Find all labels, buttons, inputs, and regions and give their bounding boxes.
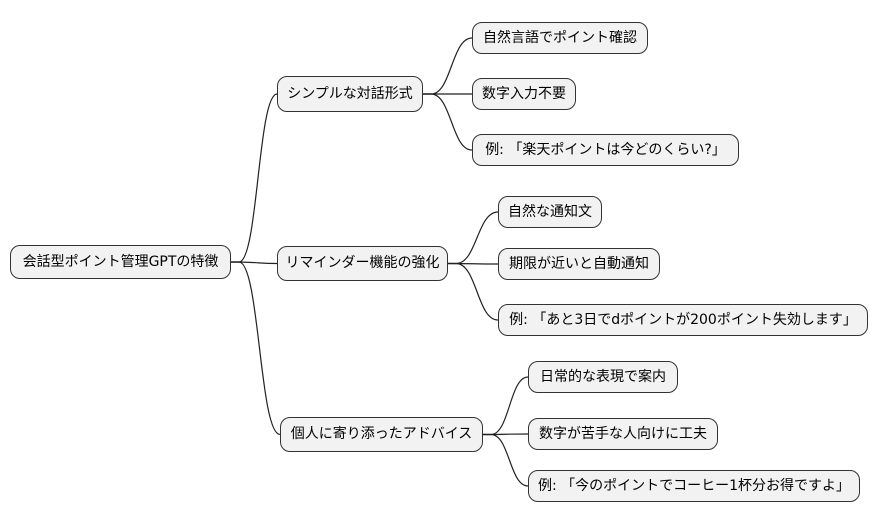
mindmap-root-node: 会話型ポイント管理GPTの特徴 [10,245,231,279]
leaf-node-auto-notify-deadline: 期限が近いと自動通知 [498,248,660,280]
branch-node-simple-dialog: シンプルな対話形式 [277,76,423,112]
leaf-node-natural-notification: 自然な通知文 [498,196,602,228]
leaf-node-example-coffee: 例: 「今のポイントでコーヒー1杯分お得ですよ」 [528,470,860,502]
connector-branch3-leaf1 [483,376,529,436]
connector-branch2-leaf3 [448,262,499,321]
branch-node-personal-advice: 個人に寄り添ったアドバイス [280,417,483,452]
leaf-node-example-rakuten: 例: 「楽天ポイントは今どのくらい?」 [472,134,739,166]
connector-branch2-leaf1 [448,211,499,265]
leaf-node-example-dpoint: 例: 「あと3日でdポイントが200ポイント失効します」 [498,304,868,336]
connector-branch3-leaf3 [483,433,529,487]
leaf-node-for-number-averse: 数字が苦手な人向けに工夫 [528,418,718,450]
leaf-node-no-number-input: 数字入力不要 [472,78,576,110]
connector-root-branch3 [231,261,281,436]
connector-branch1-leaf3 [423,93,473,151]
leaf-node-natural-language-check: 自然言語でポイント確認 [472,22,648,54]
leaf-node-everyday-expressions: 日常的な表現で案内 [528,361,678,393]
connector-branch1-leaf1 [423,37,473,95]
connector-root-branch1 [231,93,278,263]
branch-node-reminder: リマインダー機能の強化 [277,246,448,281]
